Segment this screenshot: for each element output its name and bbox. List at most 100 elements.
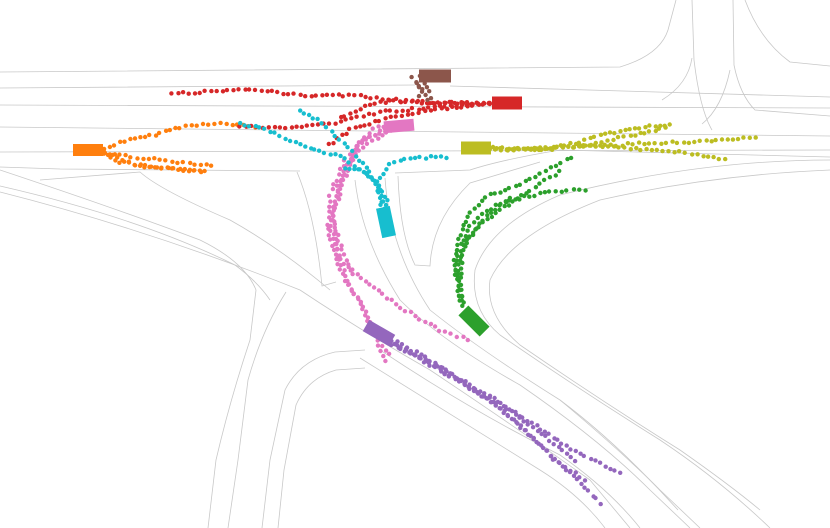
olive-trajectory-point [527,147,533,152]
red-trajectory-point [269,88,274,94]
brown-vehicle-box [419,69,451,83]
green-trajectory-point [455,268,461,274]
road-edge [0,104,830,109]
pink-trajectory-point [333,202,339,207]
brown-trajectory [414,80,425,99]
red-trajectory-point [378,99,383,104]
pink-trajectory-point [327,237,333,242]
green-trajectory-point [454,247,460,253]
red-trajectory-point [428,108,434,113]
orange-trajectory-point [132,136,138,141]
olive-trajectory-point [646,141,652,146]
olive-trajectory-point [598,143,603,148]
purple-agent [362,319,623,507]
green-trajectory-point [559,189,564,194]
red-trajectory-point [236,87,241,92]
orange-trajectory-point [212,121,217,127]
purple-trajectory-point [549,453,554,459]
red-trajectory-point [353,109,358,114]
orange-trajectory-point [107,144,113,150]
pink-trajectory-point [402,309,408,314]
purple-trajectory-point [489,399,494,405]
green-trajectory-point [458,266,464,271]
orange-trajectory-point [181,168,186,173]
red-trajectory-point [338,119,344,124]
purple-trajectory-point [543,433,548,438]
brown-trajectory-point [409,74,414,80]
olive-agent [461,122,758,162]
olive-trajectory-point [603,131,608,136]
cyan-trajectory-point [261,126,267,131]
red-trajectory-point [272,124,278,130]
orange-trajectory-point [137,163,143,168]
purple-trajectory-point [467,382,472,387]
road-edge [473,159,830,528]
pink-trajectory-point [376,288,382,293]
red-trajectory-point [197,90,202,96]
orange-trajectory-point [218,120,223,126]
cyan-trajectory-point [384,167,389,172]
red-trajectory-point [192,91,198,96]
purple-trajectory-point [593,495,598,501]
brown-trajectory-point [427,89,432,94]
purple-trajectory-point [484,396,489,401]
road-edge [227,291,287,528]
cyan-trajectory-point [319,121,324,126]
purple-trajectory-point [514,420,519,425]
red-trajectory-point [393,114,398,119]
orange-trajectory-point [111,143,117,148]
pink-trajectory-point [380,343,385,349]
pink-trajectory-point [363,309,369,314]
olive-trajectory-point [735,136,741,142]
brown-trajectory-point [416,83,421,89]
red-trajectory-point [378,109,383,114]
purple-trajectory-point [523,428,528,433]
red-trajectory-point [410,98,415,103]
red-trajectory-point [358,92,364,98]
cyan-trajectory-point [253,123,259,129]
pink-trajectory-point [327,204,332,209]
road-edge [354,179,691,528]
red-trajectory-point [349,116,354,121]
red-trajectory-point [330,92,335,98]
red-trajectory-point [442,100,447,105]
red-trajectory-point [487,100,492,106]
pink-trajectory-point [394,302,399,307]
pink-trajectory-point [341,252,347,257]
green-trajectory-point [502,203,507,209]
purple-trajectory-point [493,403,498,408]
pink-trajectory-point [335,238,340,244]
green-trajectory-point [485,213,490,218]
olive-trajectory-point [618,129,623,134]
purple-trajectory-point [568,447,573,452]
olive-trajectory-point [504,147,510,152]
red-trajectory-point [340,94,345,99]
cyan-trajectory-point [268,129,273,135]
green-trajectory-point [510,199,515,204]
orange-trajectory-point [110,152,115,158]
red-agent [169,87,522,147]
cyan-trajectory-point [310,116,315,121]
red-trajectory-point [309,94,314,99]
olive-trajectory-point [653,128,658,134]
olive-trajectory-point [628,133,634,138]
pink-trajectory-point [334,178,339,184]
cyan-trajectory-point [298,108,303,113]
red-trajectory-point [353,125,358,130]
olive-trajectory-point [663,140,669,146]
olive-trajectory-point [747,135,752,140]
green-trajectory-point [498,190,503,195]
olive-trajectory-point [642,141,647,147]
purple-trajectory-point [598,501,603,507]
pink-trajectory-point [328,223,333,229]
red-trajectory-point [320,93,325,98]
pink-trajectory-point [364,141,370,146]
olive-trajectory-point [652,141,657,146]
green-trajectory-point [514,183,519,189]
pink-trajectory-point [344,173,349,178]
orange-trajectory-point [183,123,188,128]
olive-trajectory-point [670,139,675,144]
pink-trajectory-point [358,299,364,305]
pink-trajectory-point [339,247,344,252]
brown-trajectory-point [416,93,422,99]
